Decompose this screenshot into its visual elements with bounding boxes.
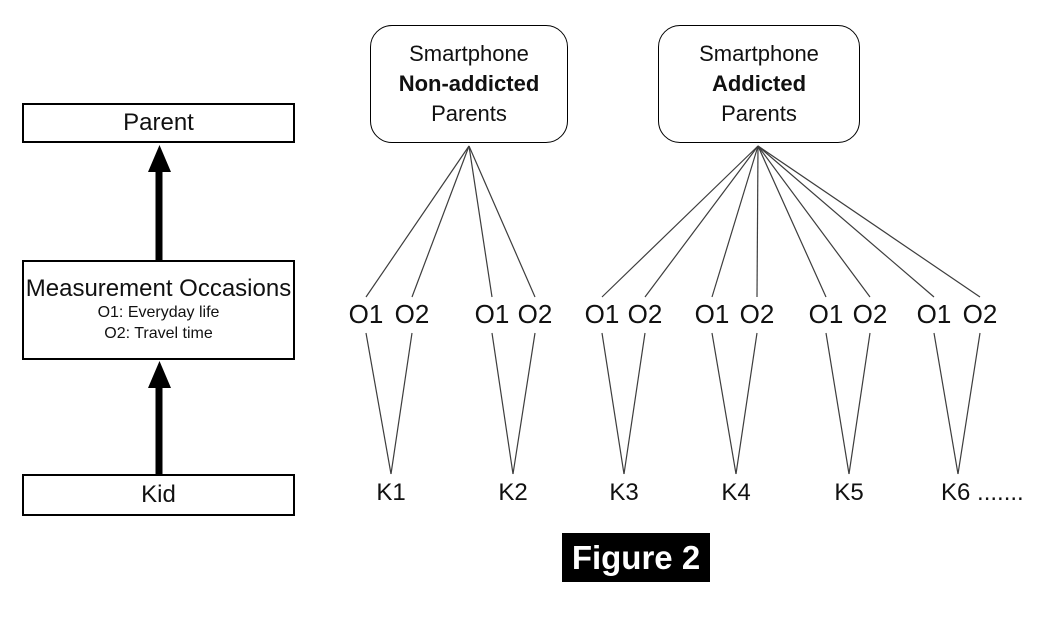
occasion-label-o2: O2 [852,299,888,329]
up-arrow-icon [148,145,171,260]
occasion-label-o1: O1 [916,299,952,329]
parent-box: Parent [22,103,295,143]
occasion-label-o1: O1 [584,299,620,329]
figure-caption-text: Figure 2 [571,538,701,576]
occasion-2-description: O2: Travel time [104,325,213,342]
addicted-parents-box: Smartphone Addicted Parents [658,25,860,143]
kid-box: Kid [22,474,295,516]
kid-label: K3 [609,479,639,506]
occasion-label-o2: O2 [962,299,998,329]
occasion-label-o2: O2 [627,299,663,329]
figure-caption: Figure 2 [562,533,710,582]
occasion-label-o2: O2 [517,299,553,329]
measurement-occasions-box: Measurement Occasions O1: Everyday life … [22,260,295,360]
occasion-1-description: O1: Everyday life [97,304,220,321]
addicted-fan-lines [601,145,981,298]
occasion-label-o2: O2 [394,299,430,329]
occasion-to-kid-lines [365,332,981,475]
occasion-label-o1: O1 [474,299,510,329]
group-line2: Non-addicted [398,71,540,96]
group-line2: Addicted [711,71,807,96]
group-line1: Smartphone [409,41,529,66]
kid-label: K1 [376,479,406,506]
up-arrow-icon [148,361,171,474]
group-line1: Smartphone [699,41,819,66]
occasion-label-o1: O1 [808,299,844,329]
kid-box-label: Kid [141,481,176,508]
group-line3: Parents [431,101,507,126]
non-addicted-parents-box: Smartphone Non-addicted Parents [370,25,568,143]
occasion-label-o1: O1 [694,299,730,329]
kid-label: K4 [721,479,751,506]
measurement-occasions-title: Measurement Occasions [25,275,292,302]
non-addicted-fan-lines [365,145,536,298]
occasion-label-o1: O1 [348,299,384,329]
occasion-label-o2: O2 [739,299,775,329]
parent-box-label: Parent [123,109,194,136]
group-line3: Parents [721,101,797,126]
kid-label: K5 [834,479,864,506]
kid-label: K2 [498,479,528,506]
kid-label: K6 ....... [941,479,1024,506]
